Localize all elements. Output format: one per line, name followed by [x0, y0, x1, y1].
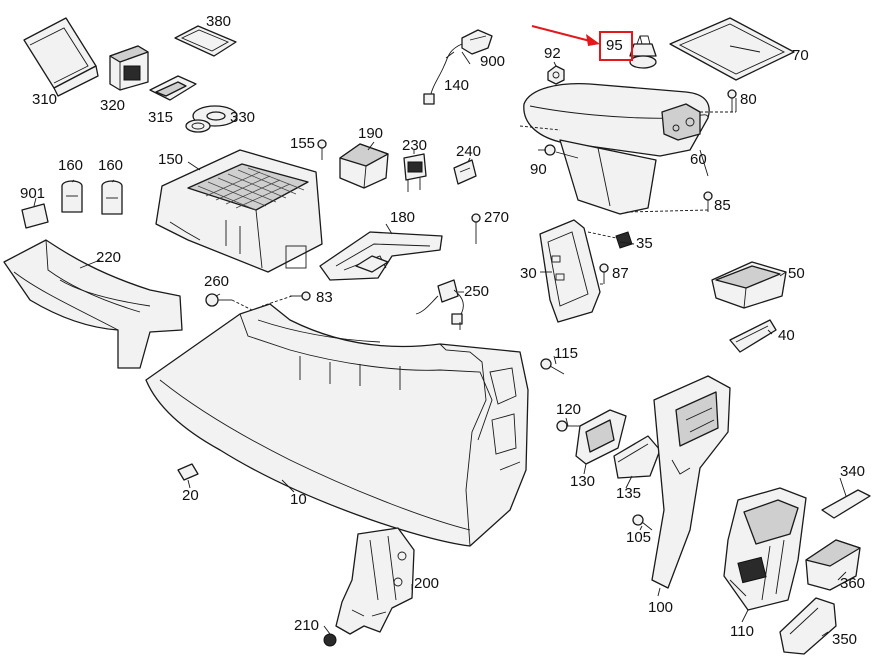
label-901[interactable]: 901 [20, 185, 46, 202]
highlight-arrow [531, 25, 600, 46]
part-115-screw[interactable] [540, 358, 565, 375]
part-120-screw[interactable] [556, 420, 582, 432]
part-50-box[interactable] [711, 261, 787, 309]
part-80-screw[interactable] [727, 89, 737, 112]
part-105-screw[interactable] [632, 514, 653, 531]
label-220[interactable]: 220 [96, 249, 122, 266]
label-270[interactable]: 270 [484, 209, 510, 226]
label-250[interactable]: 250 [464, 283, 490, 300]
part-220-duct[interactable] [3, 239, 183, 369]
label-10[interactable]: 10 [290, 491, 307, 508]
part-900-cable[interactable] [423, 29, 493, 105]
label-200[interactable]: 200 [414, 575, 440, 592]
label-85[interactable]: 85 [714, 197, 731, 214]
part-40-insert[interactable] [729, 319, 777, 353]
part-150-storage[interactable] [155, 149, 323, 273]
part-160-socket-b[interactable] [101, 180, 123, 215]
label-160-b[interactable]: 160 [98, 157, 124, 174]
part-110-console[interactable] [723, 487, 807, 611]
label-160-a[interactable]: 160 [58, 157, 84, 174]
label-120[interactable]: 120 [556, 401, 582, 418]
label-80[interactable]: 80 [740, 91, 757, 108]
part-190-box[interactable] [339, 143, 389, 189]
part-250-harness[interactable] [415, 279, 464, 325]
part-90-screw[interactable] [538, 144, 556, 156]
part-92-nut[interactable] [547, 65, 565, 85]
part-35-clip[interactable] [615, 231, 633, 249]
part-60-armrest[interactable] [523, 82, 710, 215]
label-83[interactable]: 83 [316, 289, 333, 306]
part-230-switch[interactable] [403, 153, 427, 192]
part-10-housing[interactable] [145, 303, 529, 547]
highlight-box-95[interactable] [599, 31, 633, 61]
part-350-cover[interactable] [779, 597, 837, 655]
label-90[interactable]: 90 [530, 161, 547, 178]
part-340-pad[interactable] [821, 489, 871, 519]
part-160-socket-a[interactable] [61, 180, 83, 213]
label-180[interactable]: 180 [390, 209, 416, 226]
label-95[interactable]: 95 [606, 37, 623, 54]
part-240-clip[interactable] [453, 159, 477, 185]
part-100-rear-panel[interactable] [651, 375, 731, 589]
label-20[interactable]: 20 [182, 487, 199, 504]
part-20-clip[interactable] [177, 463, 199, 481]
label-60[interactable]: 60 [690, 151, 707, 168]
label-240[interactable]: 240 [456, 143, 482, 160]
label-70[interactable]: 70 [792, 47, 809, 64]
part-130-bezel[interactable] [575, 409, 627, 465]
part-85-screw[interactable] [703, 191, 713, 212]
label-140[interactable]: 140 [444, 77, 470, 94]
label-900[interactable]: 900 [480, 53, 506, 70]
part-270-screw[interactable] [471, 213, 481, 232]
label-105[interactable]: 105 [626, 529, 652, 546]
label-380[interactable]: 380 [206, 13, 232, 30]
label-100[interactable]: 100 [648, 599, 674, 616]
label-340[interactable]: 340 [840, 463, 866, 480]
label-260[interactable]: 260 [204, 273, 230, 290]
label-130[interactable]: 130 [570, 473, 596, 490]
label-135[interactable]: 135 [616, 485, 642, 502]
part-30-panel[interactable] [539, 219, 601, 323]
label-230[interactable]: 230 [402, 137, 428, 154]
part-380-pad[interactable] [174, 25, 237, 57]
part-180-trim[interactable] [319, 231, 443, 281]
label-330[interactable]: 330 [230, 109, 256, 126]
part-901-pad[interactable] [21, 203, 49, 229]
label-87[interactable]: 87 [612, 265, 629, 282]
label-320[interactable]: 320 [100, 97, 126, 114]
part-315-tray[interactable] [149, 75, 197, 101]
part-70-mat[interactable] [669, 17, 795, 81]
label-315[interactable]: 315 [148, 109, 174, 126]
part-83-screw[interactable] [290, 291, 311, 301]
part-200-bracket[interactable] [335, 527, 415, 635]
part-210-nut[interactable] [323, 633, 337, 647]
label-110[interactable]: 110 [730, 623, 754, 640]
label-310[interactable]: 310 [32, 91, 58, 108]
leader-lines [33, 35, 847, 637]
part-320-switch[interactable] [109, 45, 149, 91]
part-330-cupholder[interactable] [185, 105, 238, 133]
label-35[interactable]: 35 [636, 235, 653, 252]
label-150[interactable]: 150 [158, 151, 184, 168]
label-50[interactable]: 50 [788, 265, 805, 282]
part-135-pocket[interactable] [613, 435, 661, 479]
label-210[interactable]: 210 [294, 617, 320, 634]
part-155-screw[interactable] [317, 139, 327, 160]
part-260-bolt[interactable] [205, 293, 232, 307]
part-87-screw[interactable] [599, 263, 609, 284]
label-115[interactable]: 115 [554, 345, 578, 362]
label-190[interactable]: 190 [358, 125, 384, 142]
label-30[interactable]: 30 [520, 265, 537, 282]
label-40[interactable]: 40 [778, 327, 795, 344]
part-310-tray[interactable] [23, 17, 99, 97]
label-155[interactable]: 155 [290, 135, 316, 152]
part-95-bumper[interactable] [629, 35, 657, 69]
part-360-box[interactable] [805, 539, 861, 591]
label-360[interactable]: 360 [840, 575, 866, 592]
label-92[interactable]: 92 [544, 45, 561, 62]
label-350[interactable]: 350 [832, 631, 858, 648]
